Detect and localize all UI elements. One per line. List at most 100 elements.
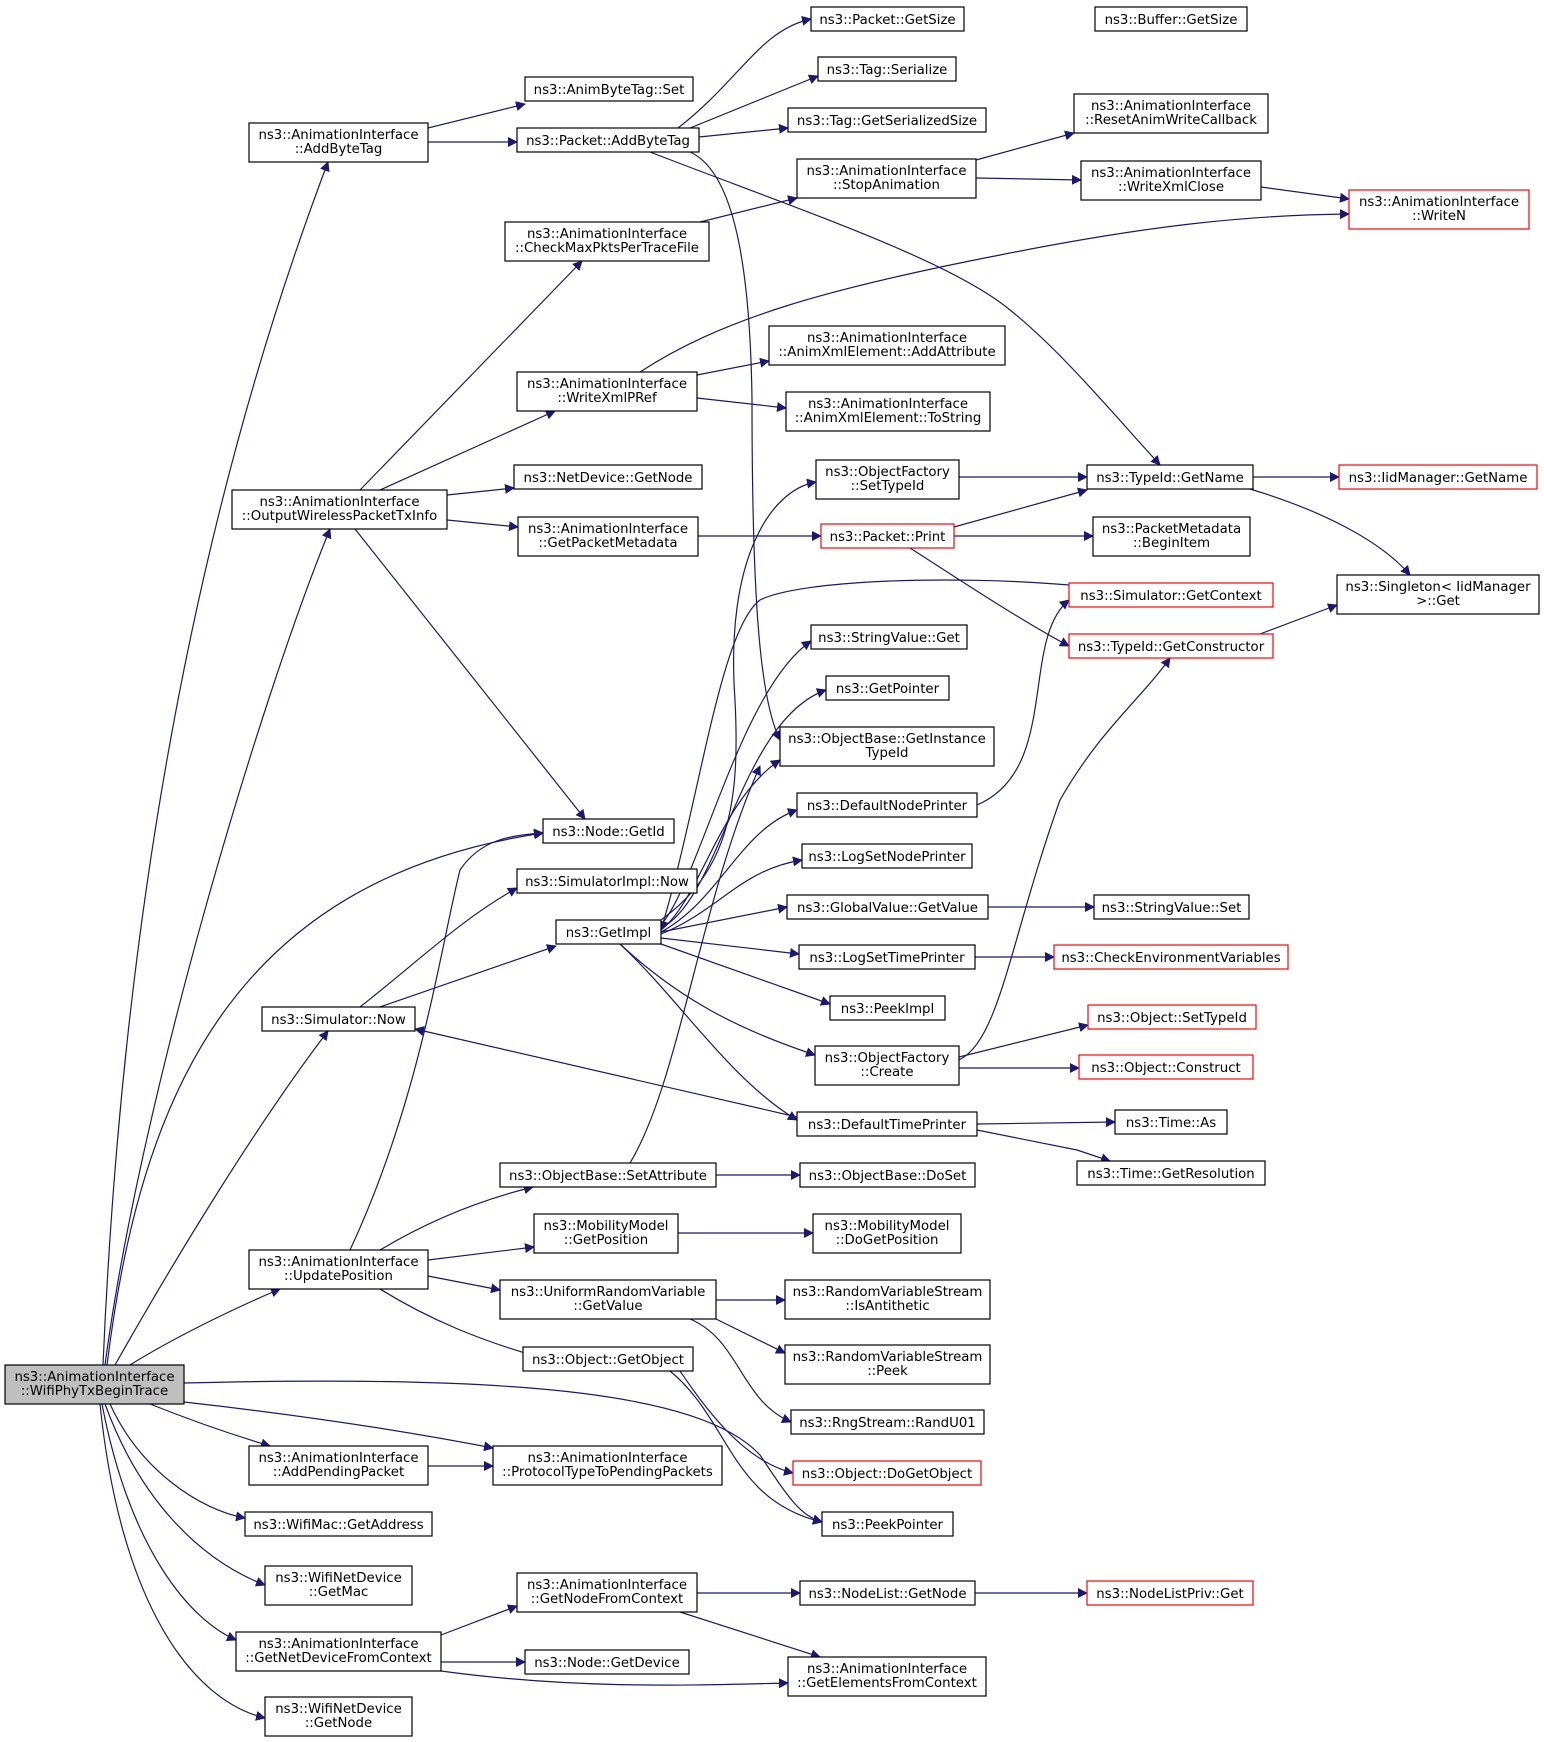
node-box[interactable] [817,56,957,82]
node-n25[interactable]: ns3::Simulator::GetContext [1068,582,1274,608]
node-box[interactable] [1093,894,1250,920]
node-n8[interactable]: ns3::AnimationInterface::ResetAnimWriteC… [1073,93,1269,134]
node-n43[interactable]: ns3::Object::Construct [1078,1054,1254,1080]
node-box[interactable] [555,919,662,945]
node-box[interactable] [1092,516,1251,557]
node-n56[interactable]: ns3::RngStream::RandU01 [790,1409,985,1435]
node-box[interactable] [231,489,448,530]
node-n17[interactable]: ns3::TypeId::GetName [1086,464,1254,490]
node-box[interactable] [798,944,976,970]
node-box[interactable] [796,792,978,818]
node-n5[interactable]: ns3::Buffer::GetSize [1094,6,1248,32]
node-box[interactable] [779,726,995,767]
node-n42[interactable]: ns3::ObjectFactory::Create [814,1045,960,1086]
node-box[interactable] [787,1656,987,1697]
node-box[interactable] [784,1279,991,1320]
node-box[interactable] [799,1162,976,1188]
node-n57[interactable]: ns3::AnimationInterface::AddPendingPacke… [248,1445,429,1486]
node-n36[interactable]: ns3::GetImpl [555,919,662,945]
node-box[interactable] [820,523,955,549]
node-n45[interactable]: ns3::Time::As [1114,1109,1228,1135]
node-box[interactable] [261,1006,416,1032]
node-box[interactable] [1068,582,1274,608]
node-box[interactable] [516,371,698,412]
node-n1[interactable]: ns3::AnimationInterface::AddByteTag [248,122,429,163]
node-n47[interactable]: ns3::ObjectBase::SetAttribute [499,1162,717,1188]
node-n52[interactable]: ns3::UniformRandomVariable::GetValue [499,1279,717,1320]
node-n65[interactable]: ns3::NodeListPriv::Get [1086,1580,1254,1606]
node-n2[interactable]: ns3::AnimByteTag::Set [524,76,694,102]
node-box[interactable] [4,1364,185,1405]
node-n31[interactable]: ns3::Node::GetId [542,818,675,844]
node-box[interactable] [814,1045,960,1086]
node-box[interactable] [542,818,675,844]
node-box[interactable] [516,127,700,153]
node-box[interactable] [792,1460,982,1486]
node-n0[interactable]: ns3::AnimationInterface::WifiPhyTxBeginT… [4,1364,185,1405]
node-box[interactable] [810,6,965,32]
node-box[interactable] [1068,633,1274,659]
node-n60[interactable]: ns3::WifiMac::GetAddress [244,1511,433,1537]
node-n30[interactable]: ns3::DefaultNodePrinter [796,792,978,818]
node-box[interactable] [784,1344,991,1385]
node-n10[interactable]: ns3::AnimationInterface::WriteXmlClose [1080,160,1262,201]
node-n63[interactable]: ns3::AnimationInterface::GetNodeFromCont… [516,1572,698,1613]
node-box[interactable] [825,675,950,701]
node-box[interactable] [516,1572,698,1613]
node-n24[interactable]: ns3::Singleton< IidManager >::Get [1336,574,1540,615]
node-n46[interactable]: ns3::Time::GetResolution [1076,1160,1266,1186]
node-box[interactable] [768,325,1006,366]
node-box[interactable] [235,1631,442,1672]
node-box[interactable] [1114,1109,1228,1135]
node-n18[interactable]: ns3::IidManager::GetName [1338,464,1538,490]
node-n68[interactable]: ns3::AnimationInterface::GetElementsFrom… [787,1656,987,1697]
node-n34[interactable]: ns3::GlobalValue::GetValue [786,894,989,920]
node-n40[interactable]: ns3::Simulator::Now [261,1006,416,1032]
node-n37[interactable]: ns3::LogSetTimePrinter [798,944,976,970]
node-box[interactable] [796,1111,978,1137]
node-box[interactable] [264,1696,413,1737]
node-box[interactable] [1086,464,1254,490]
node-box[interactable] [1087,1004,1257,1030]
node-n4[interactable]: ns3::Packet::GetSize [810,6,965,32]
node-n59[interactable]: ns3::Object::DoGetObject [792,1460,982,1486]
node-n44[interactable]: ns3::DefaultTimePrinter [796,1111,978,1137]
node-n49[interactable]: ns3::MobilityModel::GetPosition [533,1213,679,1254]
node-n38[interactable]: ns3::CheckEnvironmentVariables [1053,944,1289,970]
node-n66[interactable]: ns3::AnimationInterface::GetNetDeviceFro… [235,1631,442,1672]
node-n7[interactable]: ns3::Tag::GetSerializedSize [787,107,987,133]
node-n67[interactable]: ns3::Node::GetDevice [524,1649,690,1675]
node-box[interactable] [810,624,968,650]
node-box[interactable] [1080,160,1262,201]
node-n39[interactable]: ns3::PeekImpl [829,995,946,1021]
node-n20[interactable]: ns3::NetDevice::GetNode [513,464,703,490]
node-n41[interactable]: ns3::Object::SetTypeId [1087,1004,1257,1030]
node-box[interactable] [499,1162,717,1188]
node-n21[interactable]: ns3::AnimationInterface::GetPacketMetada… [517,516,699,557]
node-box[interactable] [790,1409,985,1435]
node-box[interactable] [533,1213,679,1254]
node-n48[interactable]: ns3::ObjectBase::DoSet [799,1162,976,1188]
node-box[interactable] [799,1580,976,1606]
node-box[interactable] [244,1511,433,1537]
node-n62[interactable]: ns3::WifiNetDevice::GetMac [264,1565,413,1606]
node-box[interactable] [785,391,991,432]
node-n69[interactable]: ns3::WifiNetDevice::GetNode [264,1696,413,1737]
node-n3[interactable]: ns3::Packet::AddByteTag [516,127,700,153]
node-box[interactable] [516,868,698,894]
node-box[interactable] [499,1279,717,1320]
node-box[interactable] [829,995,946,1021]
node-box[interactable] [492,1445,723,1486]
node-box[interactable] [796,158,977,199]
node-n9[interactable]: ns3::AnimationInterface::StopAnimation [796,158,977,199]
node-n54[interactable]: ns3::Object::GetObject [522,1346,694,1372]
node-n64[interactable]: ns3::NodeList::GetNode [799,1580,976,1606]
node-box[interactable] [1348,189,1530,230]
node-box[interactable] [812,1213,962,1254]
node-box[interactable] [787,107,987,133]
node-box[interactable] [522,1346,694,1372]
node-n28[interactable]: ns3::GetPointer [825,675,950,701]
node-box[interactable] [1076,1160,1266,1186]
node-box[interactable] [1094,6,1248,32]
